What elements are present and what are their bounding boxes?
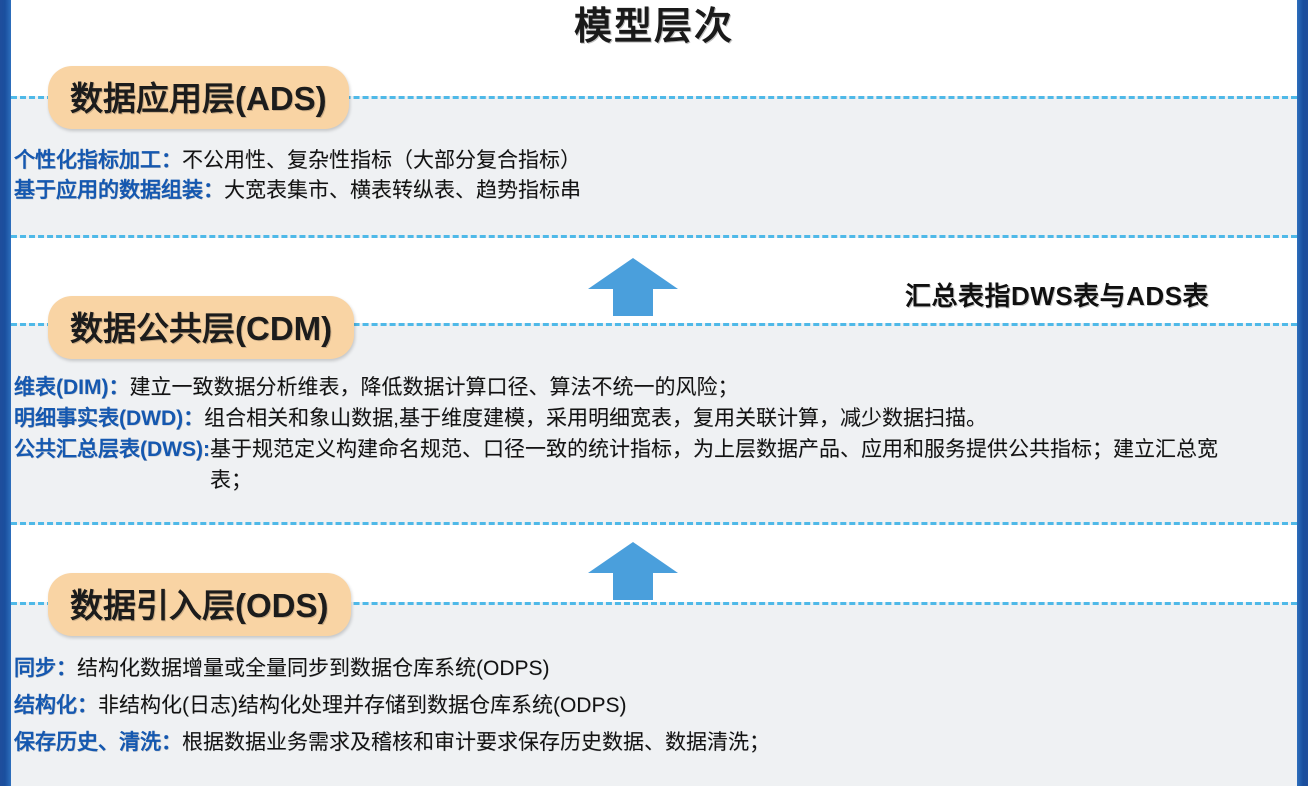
ads-line-1-text: 不公用性、复杂性指标（大部分复合指标）	[182, 149, 581, 172]
layer-label-ads: 数据应用层(ADS)	[48, 66, 349, 129]
cdm-line-1-key: 维表(DIM)：	[14, 376, 130, 399]
ods-line-3-text: 根据数据业务需求及稽核和审计要求保存历史数据、数据清洗；	[182, 731, 770, 754]
ads-line-2-text: 大宽表集市、横表转纵表、趋势指标串	[224, 179, 581, 202]
ods-line-1: 同步：结构化数据增量或全量同步到数据仓库系统(ODPS)	[14, 650, 770, 687]
layer-label-ods: 数据引入层(ODS)	[48, 573, 351, 636]
ads-line-2-key: 基于应用的数据组装：	[14, 179, 224, 202]
ods-line-2-key: 结构化：	[14, 694, 98, 717]
cdm-line-1: 维表(DIM)：建立一致数据分析维表，降低数据计算口径、算法不统一的风险；	[14, 372, 1240, 403]
summary-note: 汇总表指DWS表与ADS表	[905, 281, 1210, 311]
cdm-line-2-key: 明细事实表(DWD)：	[14, 407, 205, 430]
cdm-line-2-text: 组合相关和象山数据,基于维度建模，采用明细宽表，复用关联计算，减少数据扫描。	[204, 407, 987, 430]
ads-line-2: 基于应用的数据组装：大宽表集市、横表转纵表、趋势指标串	[14, 176, 581, 206]
ods-line-3: 保存历史、清洗：根据数据业务需求及稽核和审计要求保存历史数据、数据清洗；	[14, 724, 770, 761]
cdm-line-1-text: 建立一致数据分析维表，降低数据计算口径、算法不统一的风险；	[129, 376, 739, 399]
ods-line-1-key: 同步：	[14, 657, 77, 680]
ods-line-1-text: 结构化数据增量或全量同步到数据仓库系统(ODPS)	[77, 657, 550, 680]
page-title: 模型层次	[573, 6, 734, 48]
cdm-line-3-key: 公共汇总层表(DWS):	[14, 438, 210, 461]
ods-line-3-key: 保存历史、清洗：	[14, 731, 182, 754]
right-edge-bar	[1297, 0, 1308, 786]
layer-label-cdm: 数据公共层(CDM)	[48, 296, 355, 359]
ods-line-2: 结构化：非结构化(日志)结构化处理并存储到数据仓库系统(ODPS)	[14, 687, 770, 724]
ads-line-1-key: 个性化指标加工：	[14, 149, 182, 172]
left-edge-bar	[0, 0, 11, 786]
cdm-line-3: 公共汇总层表(DWS):基于规范定义构建命名规范、口径一致的统计指标，为上层数据…	[14, 434, 1240, 496]
layer-body-cdm: 维表(DIM)：建立一致数据分析维表，降低数据计算口径、算法不统一的风险； 明细…	[14, 372, 1240, 496]
ads-line-1: 个性化指标加工：不公用性、复杂性指标（大部分复合指标）	[14, 146, 581, 176]
arrow-up-cdm-to-ads	[585, 256, 681, 318]
arrow-up-ods-to-cdm	[585, 540, 681, 602]
ods-line-2-text: 非结构化(日志)结构化处理并存储到数据仓库系统(ODPS)	[98, 694, 627, 717]
cdm-line-2: 明细事实表(DWD)：组合相关和象山数据,基于维度建模，采用明细宽表，复用关联计…	[14, 403, 1240, 434]
cdm-line-3-text: 基于规范定义构建命名规范、口径一致的统计指标，为上层数据产品、应用和服务提供公共…	[209, 438, 1218, 492]
layer-body-ads: 个性化指标加工：不公用性、复杂性指标（大部分复合指标） 基于应用的数据组装：大宽…	[14, 146, 581, 206]
layer-body-ods: 同步：结构化数据增量或全量同步到数据仓库系统(ODPS) 结构化：非结构化(日志…	[14, 650, 770, 761]
